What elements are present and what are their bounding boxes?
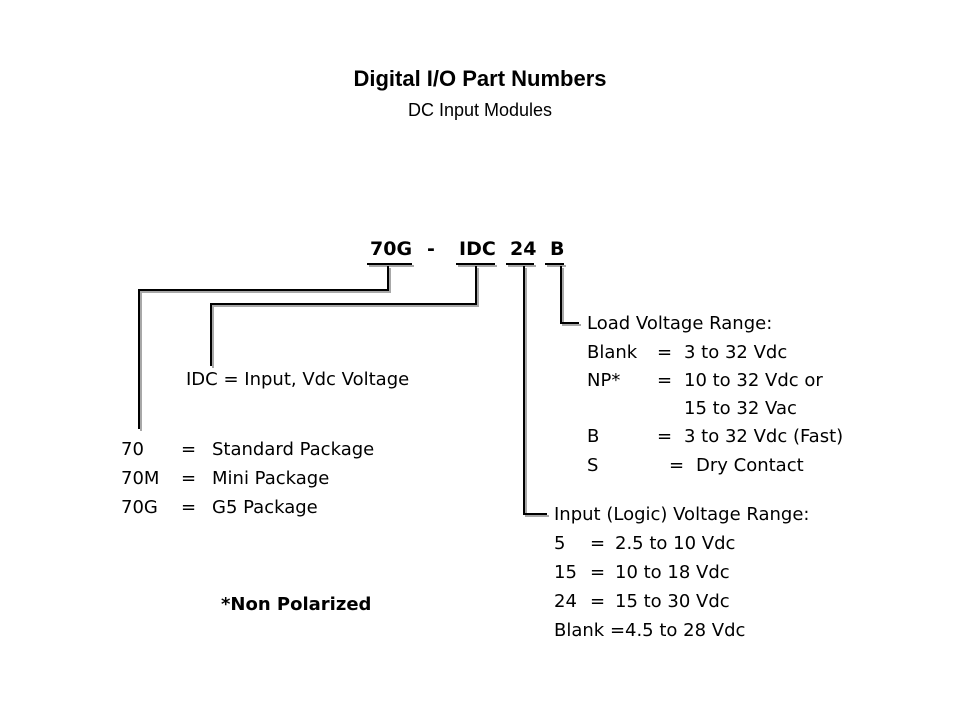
load-voltage-code: NP* [587,370,621,391]
package-code: 70G [121,497,158,518]
load-voltage-eq: = [657,342,673,363]
load-voltage-desc: 10 to 32 Vdc or [684,370,823,391]
input-voltage-heading: Input (Logic) Voltage Range: [554,504,810,525]
load-voltage-eq: = [669,455,685,476]
package-eq: = [181,468,197,489]
input-voltage-eq: = [590,591,606,612]
pn-segment-io-type: IDC [459,238,496,260]
connector-shadow-package [140,268,391,431]
connector-package [138,266,389,429]
connector-input [523,266,547,515]
pn-segment-input-voltage: 24 [510,238,537,260]
connector-shadow-load [562,268,581,326]
package-desc: Standard Package [212,439,375,460]
input-voltage-code: 24 [554,591,577,612]
load-voltage-desc: 3 to 32 Vdc (Fast) [684,426,844,447]
package-desc: Mini Package [212,468,330,489]
input-voltage-code: 5 [554,533,566,554]
pn-segment-dash: - [427,238,435,260]
connector-shadow-input [525,268,549,517]
io-type-description: IDC = Input, Vdc Voltage [186,369,410,390]
input-voltage-eq: = [610,620,626,641]
connector-io [210,266,477,366]
load-voltage-code: S [587,455,599,476]
input-voltage-eq: = [590,562,606,583]
input-voltage-eq: = [590,533,606,554]
package-eq: = [181,439,197,460]
connector-load [560,266,579,324]
pn-segment-load-voltage: B [550,238,565,260]
load-voltage-desc: 3 to 32 Vdc [684,342,788,363]
package-code: 70M [121,468,160,489]
load-voltage-desc: Dry Contact [696,455,804,476]
footnote: *Non Polarized [221,594,372,615]
connector-shadow-io [212,268,479,368]
load-voltage-heading: Load Voltage Range: [587,313,773,334]
input-voltage-desc: 15 to 30 Vdc [615,591,730,612]
load-voltage-eq: = [657,370,673,391]
load-voltage-code: Blank [587,342,638,363]
page-title: Digital I/O Part Numbers [353,66,607,91]
input-voltage-desc: 2.5 to 10 Vdc [615,533,736,554]
load-voltage-eq: = [657,426,673,447]
package-code: 70 [121,439,144,460]
pn-segment-package: 70G [370,238,413,260]
load-voltage-desc: 15 to 32 Vac [684,398,797,419]
package-eq: = [181,497,197,518]
input-voltage-code: 15 [554,562,577,583]
input-voltage-code: Blank [554,620,605,641]
package-desc: G5 Package [212,497,318,518]
load-voltage-code: B [587,426,600,447]
page-subtitle: DC Input Modules [407,100,553,120]
input-voltage-desc: 10 to 18 Vdc [615,562,730,583]
input-voltage-desc: 4.5 to 28 Vdc [625,620,746,641]
